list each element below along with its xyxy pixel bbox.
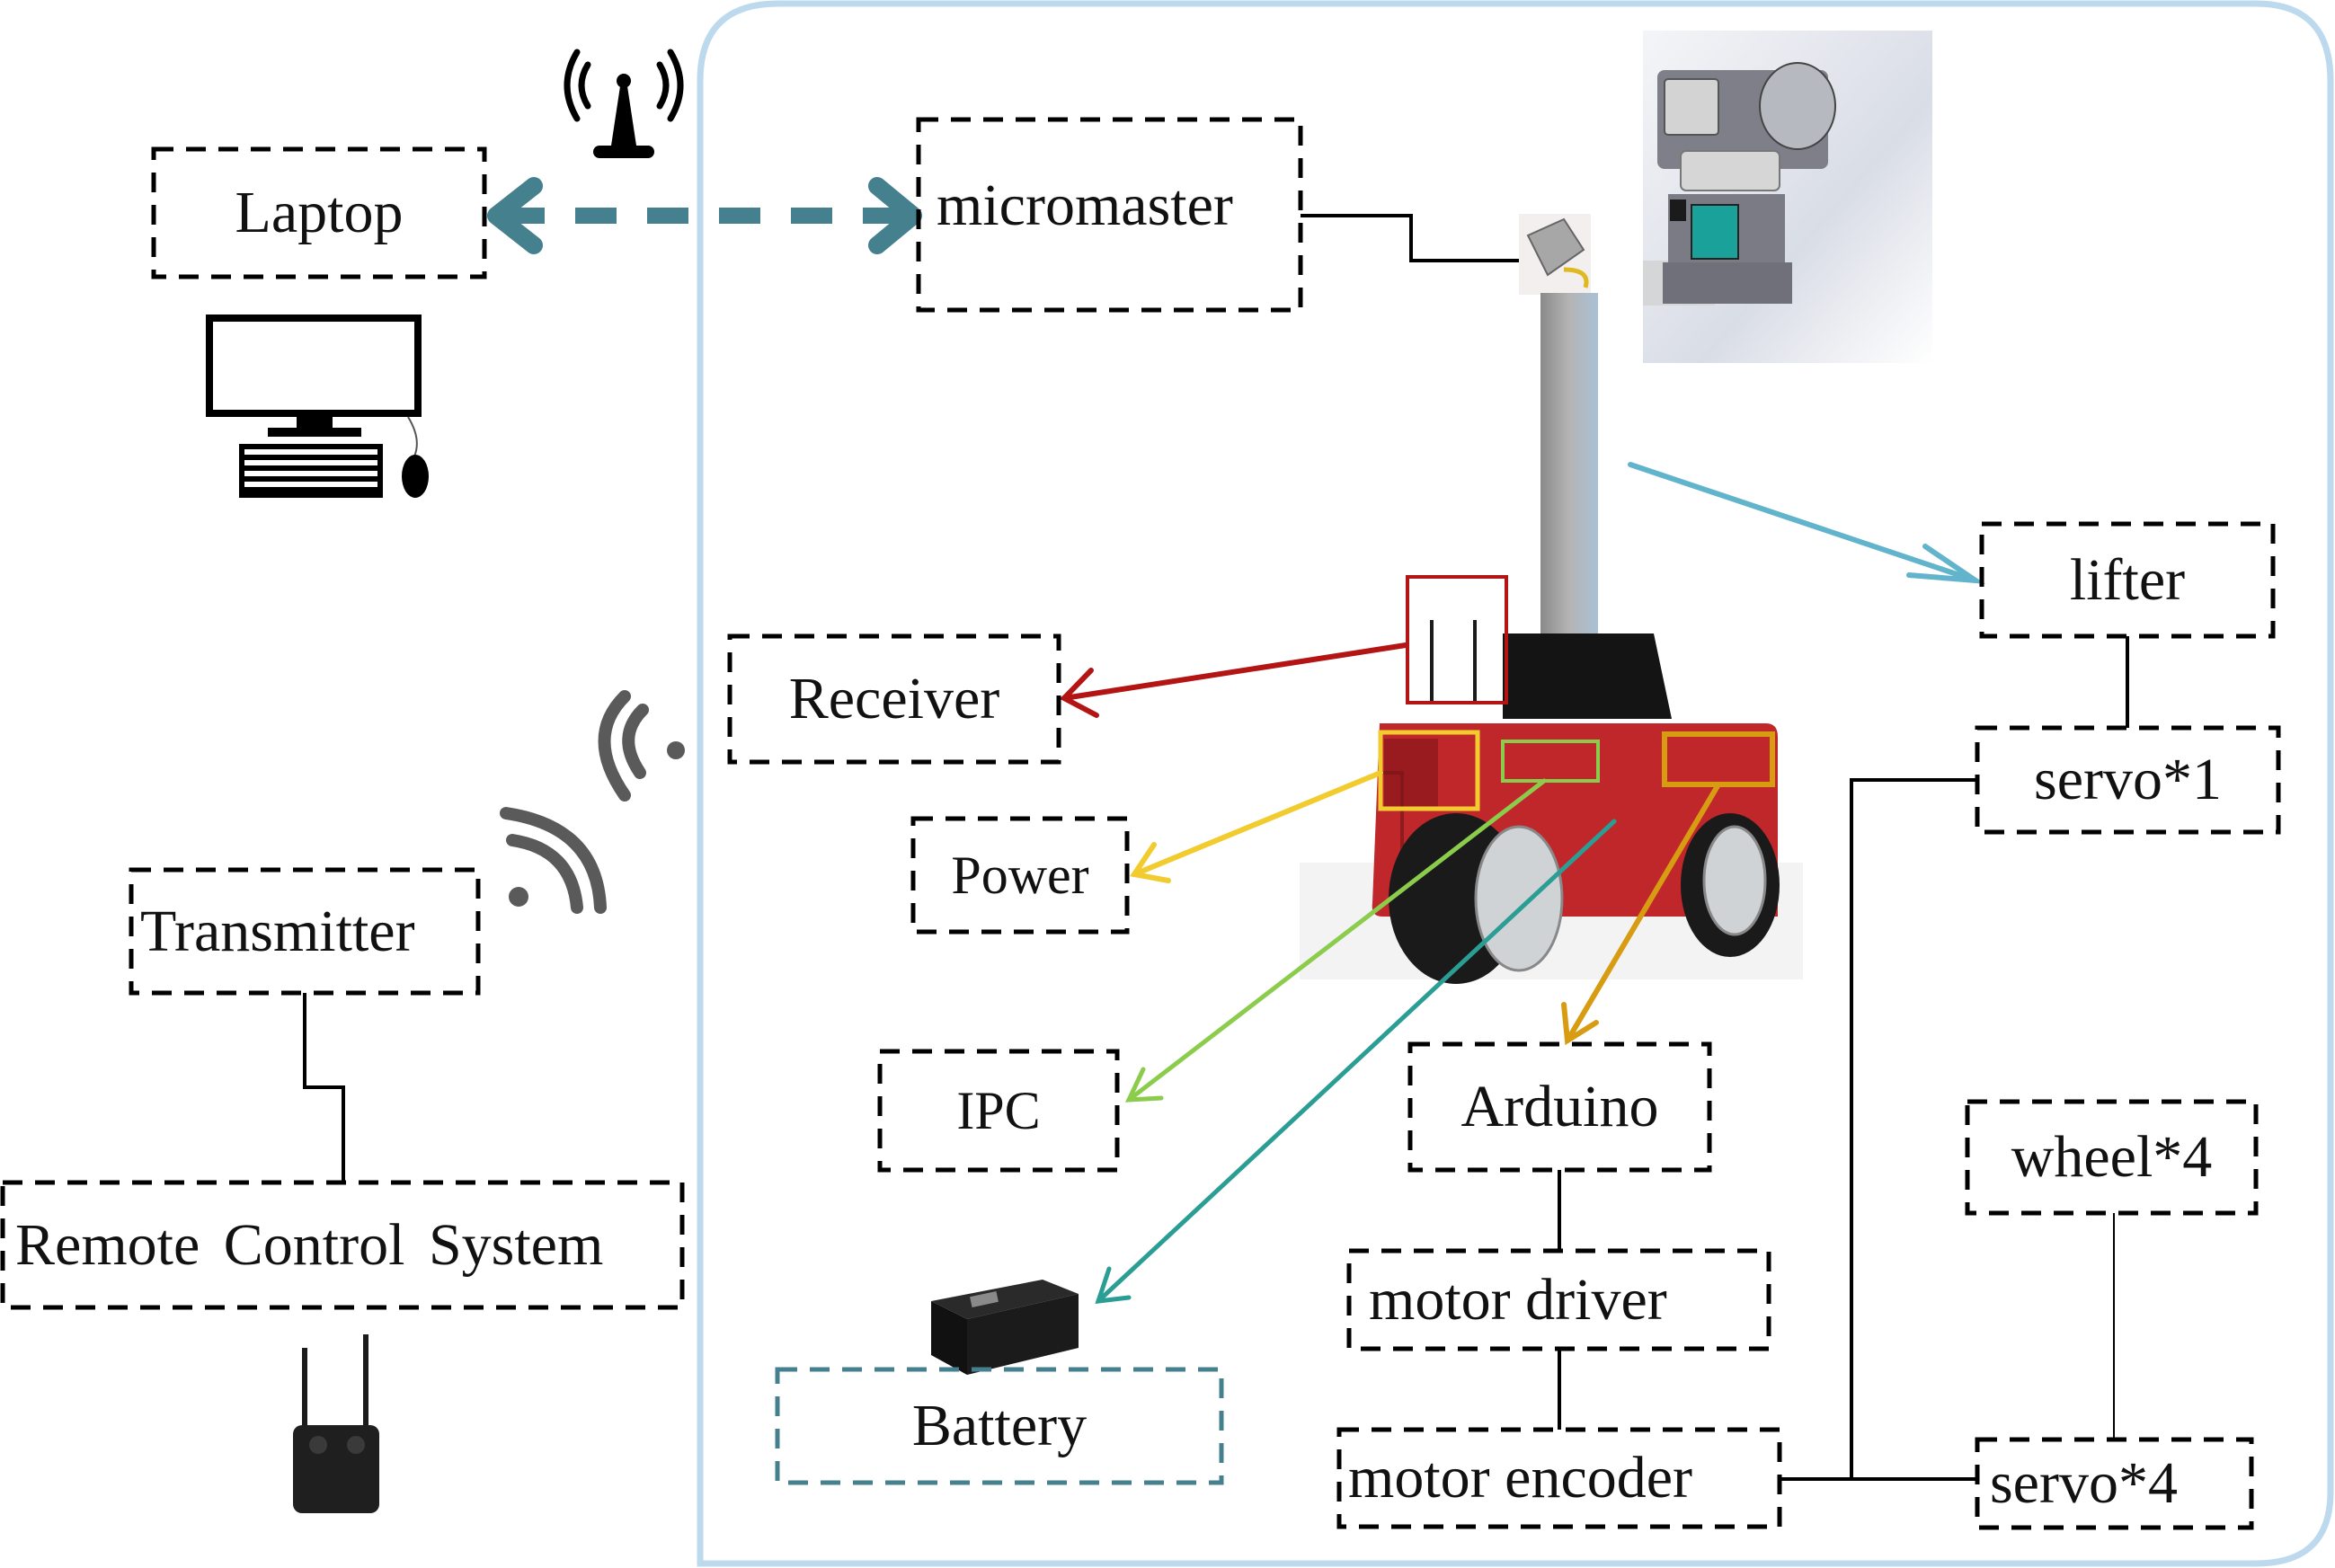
micromaster-frame <box>916 117 1303 313</box>
remote-control-frame <box>0 1180 685 1310</box>
solid-connectors <box>303 636 2129 1481</box>
battery-frame <box>775 1367 1224 1485</box>
ipc-label: IPC <box>956 1081 1041 1140</box>
transmitter-box: Transmitter <box>131 870 478 993</box>
ipc-frame <box>877 1049 1120 1173</box>
lifter-frame <box>1979 521 2276 639</box>
receiver-frame <box>727 633 1061 765</box>
lift-column <box>1540 293 1598 652</box>
battery-arrow <box>1095 819 1617 1304</box>
remote-control-system-box: Remote Control System <box>3 1183 682 1307</box>
robot-container <box>697 0 2334 1567</box>
ipc-area-highlight <box>1501 740 1600 783</box>
micromaster-box: micromaster <box>919 120 1301 310</box>
power-label: Power <box>951 846 1089 905</box>
servo4-box: servo*4 <box>1977 1440 2251 1528</box>
gripper-cad-image <box>1643 31 1932 363</box>
micromaster-converter-line <box>1301 214 1519 262</box>
ipc-box: IPC <box>880 1051 1117 1170</box>
power-box: Power <box>913 819 1127 932</box>
receiver-arrow <box>1060 642 1408 718</box>
laptop-box: Laptop <box>154 149 484 277</box>
motor-driver-label: motor driver <box>1369 1266 1667 1333</box>
servo4-label: servo*4 <box>1990 1450 2178 1516</box>
servo1-label: servo*1 <box>2034 747 2222 812</box>
dc-converter-image <box>1519 214 1591 295</box>
battery-image <box>931 1280 1079 1375</box>
power-arrow <box>1129 770 1383 883</box>
transmitter-label: Transmitter <box>140 898 415 964</box>
motor-driver-box: motor driver <box>1349 1251 1769 1349</box>
transmitter-frame <box>129 867 481 996</box>
battery-box: Battery <box>777 1369 1221 1483</box>
remote-control-system-label: Remote Control System <box>15 1211 604 1278</box>
receiver-box: Receiver <box>730 636 1059 762</box>
laptop-micromaster-link <box>487 177 922 254</box>
motor-driver-frame <box>1346 1248 1771 1351</box>
box-frames <box>0 117 2281 1530</box>
arduino-arrow <box>1561 782 1721 1046</box>
lifter-arrow <box>1628 462 1986 584</box>
lifter-box: lifter <box>1982 524 2273 636</box>
wheel4-frame <box>1965 1099 2259 1216</box>
motor-encoder-box: motor encoder <box>1339 1430 1780 1527</box>
arduino-box: Arduino <box>1410 1044 1709 1170</box>
wifi-antenna-tower-icon <box>564 49 684 158</box>
antenna-highlight <box>1406 575 1508 704</box>
wheel4-box: wheel*4 <box>1967 1102 2256 1213</box>
wireless-signal-icon <box>500 690 685 914</box>
laptop-frame <box>151 146 487 279</box>
rc-controller-icon <box>293 1334 379 1513</box>
arduino-frame <box>1407 1041 1712 1173</box>
servo4-frame <box>1975 1437 2254 1530</box>
ipc-arrow <box>1124 778 1547 1103</box>
micromaster-label: micromaster <box>937 173 1233 238</box>
wheel4-label: wheel*4 <box>2011 1124 2213 1190</box>
motor-encoder-frame <box>1336 1427 1782 1529</box>
laptop-label: Laptop <box>235 180 404 245</box>
servo1-frame <box>1975 725 2281 835</box>
power-frame <box>910 816 1130 935</box>
motor-encoder-label: motor encoder <box>1348 1445 1693 1510</box>
arduino-label: Arduino <box>1460 1074 1659 1139</box>
desktop-computer-icon <box>206 314 429 498</box>
servo1-box: servo*1 <box>1977 728 2278 832</box>
battery-label: Battery <box>911 1393 1088 1458</box>
lifter-label: lifter <box>2069 546 2186 613</box>
receiver-label: Receiver <box>788 666 1000 731</box>
robot-chassis-image <box>1300 620 1803 984</box>
